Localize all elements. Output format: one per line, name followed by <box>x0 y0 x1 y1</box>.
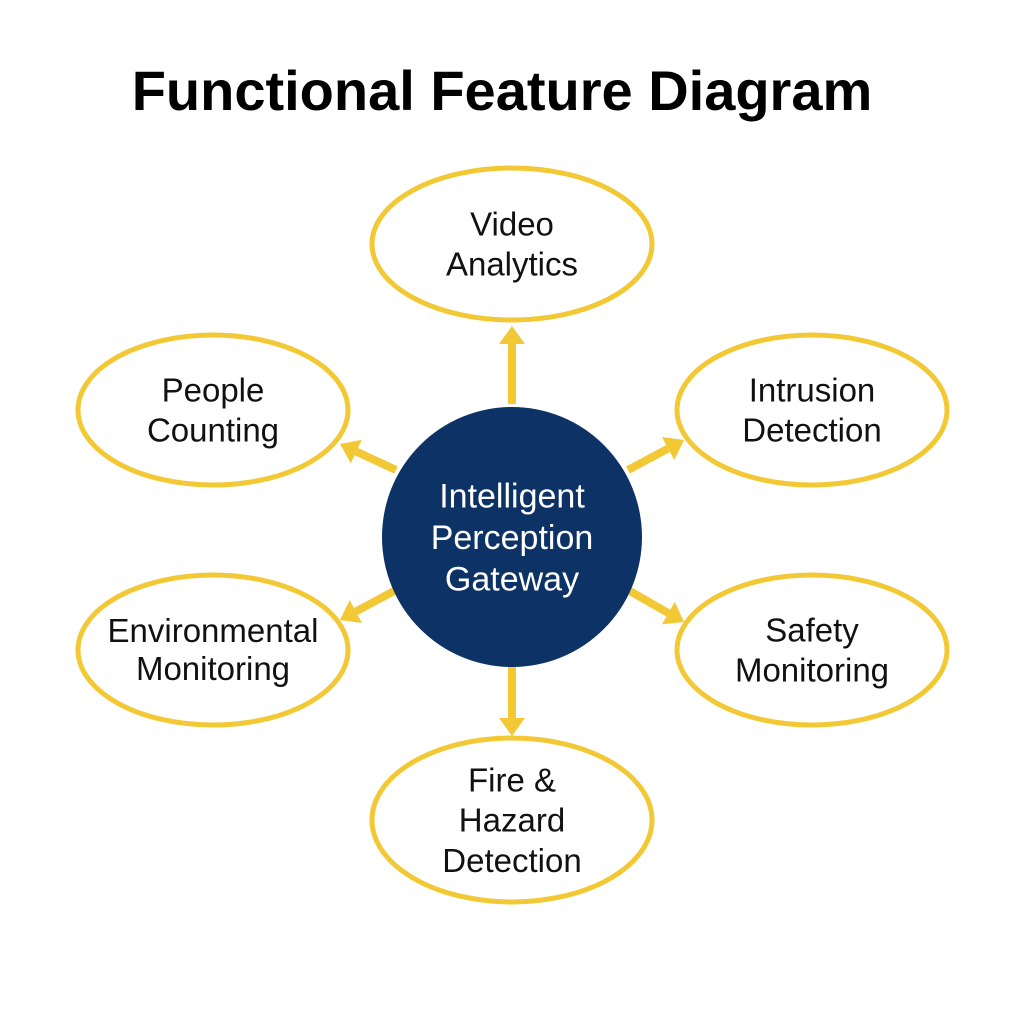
arrow-shaft <box>626 444 671 474</box>
node-label-line: Monitoring <box>735 652 889 689</box>
node-label-line: Analytics <box>446 246 578 283</box>
arrow-to-video-analytics <box>499 326 525 404</box>
arrow-shaft <box>353 586 398 616</box>
node-label-line: Monitoring <box>136 650 290 687</box>
node-label-line: People <box>162 371 265 408</box>
diagram-title: Functional Feature Diagram <box>131 59 873 122</box>
connector-arrows <box>340 326 684 736</box>
node-ellipse <box>369 165 655 323</box>
arrow-head-icon <box>340 600 363 623</box>
node-label-line: Detection <box>742 412 881 449</box>
node-label-line: Hazard <box>459 802 565 839</box>
arrow-to-fire-hazard-detection <box>499 666 525 736</box>
node-label-line: Counting <box>147 412 279 449</box>
node-label-line: Environmental <box>108 612 319 649</box>
node-ellipse <box>75 332 351 488</box>
node-ellipse <box>674 332 950 488</box>
arrow-to-safety-monitoring <box>626 586 684 625</box>
arrow-head-icon <box>340 439 362 464</box>
feature-nodes: VideoAnalyticsIntrusionDetectionSafetyMo… <box>75 165 950 905</box>
arrow-to-people-counting <box>340 439 398 474</box>
hub-label-line: Gateway <box>445 560 579 598</box>
node-ellipse <box>369 735 655 905</box>
arrow-to-environmental-monitoring <box>340 586 398 623</box>
node-label-line: Safety <box>765 611 859 648</box>
node-label-line: Fire & <box>468 761 556 798</box>
arrow-head-icon <box>499 326 525 344</box>
hub-label-line: Intelligent <box>439 477 585 515</box>
arrow-head-icon <box>661 601 684 625</box>
arrow-head-icon <box>661 437 684 460</box>
arrow-shaft <box>626 586 671 617</box>
node-ellipse <box>75 572 351 728</box>
node-label-line: Detection <box>442 842 581 879</box>
arrow-shaft <box>354 447 398 474</box>
hub-label-line: Perception <box>431 519 594 557</box>
node-label-line: Intrusion <box>749 371 876 408</box>
node-label-line: Video <box>470 205 554 242</box>
node-ellipse <box>674 572 950 728</box>
arrow-head-icon <box>499 718 525 736</box>
hub-circle <box>382 407 642 667</box>
arrow-to-intrusion-detection <box>626 437 684 474</box>
